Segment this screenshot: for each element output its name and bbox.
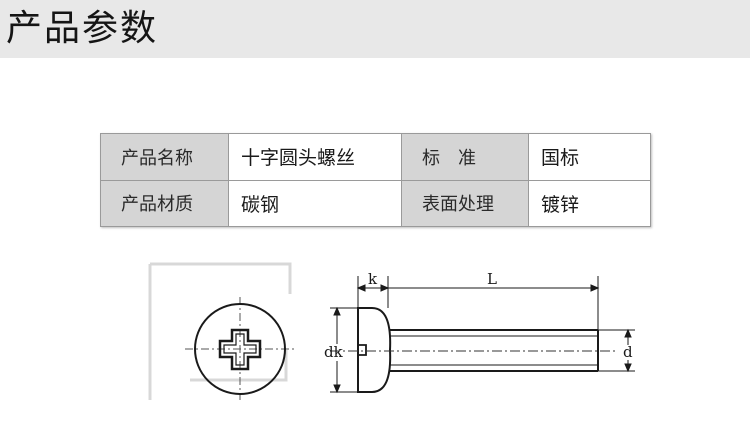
background-sketch (148, 262, 292, 400)
dimension-length (388, 276, 600, 330)
page-title: 产品参数 (6, 8, 159, 49)
dimension-thread-diameter (598, 328, 635, 373)
label-k: k (368, 270, 378, 288)
table-row: 产品材质 碳钢 表面处理 镀锌 (100, 179, 651, 227)
header-band: 产品参数 (0, 0, 750, 58)
spec-label: 产品材质 (100, 179, 229, 227)
spec-table: 产品名称 十字圆头螺丝 标 准 国标 产品材质 碳钢 表面处理 镀锌 (100, 133, 651, 227)
spec-value: 十字圆头螺丝 (228, 133, 402, 181)
spec-label: 标 准 (401, 133, 529, 181)
spec-value: 国标 (528, 133, 651, 181)
spec-label: 产品名称 (100, 133, 229, 181)
table-row: 产品名称 十字圆头螺丝 标 准 国标 (100, 133, 651, 181)
screw-side-view (357, 307, 599, 393)
spec-value: 镀锌 (528, 179, 651, 227)
label-d: d (623, 343, 633, 361)
dimension-k (356, 276, 390, 308)
spec-label: 表面处理 (401, 179, 529, 227)
label-dk: dk (324, 343, 344, 361)
head-top-view (185, 297, 295, 400)
spec-value: 碳钢 (228, 179, 402, 227)
screw-diagram: k L dk d (148, 262, 635, 400)
phillips-cross-icon (218, 328, 262, 371)
label-length: L (487, 270, 497, 288)
dimension-head-diameter (330, 306, 358, 394)
